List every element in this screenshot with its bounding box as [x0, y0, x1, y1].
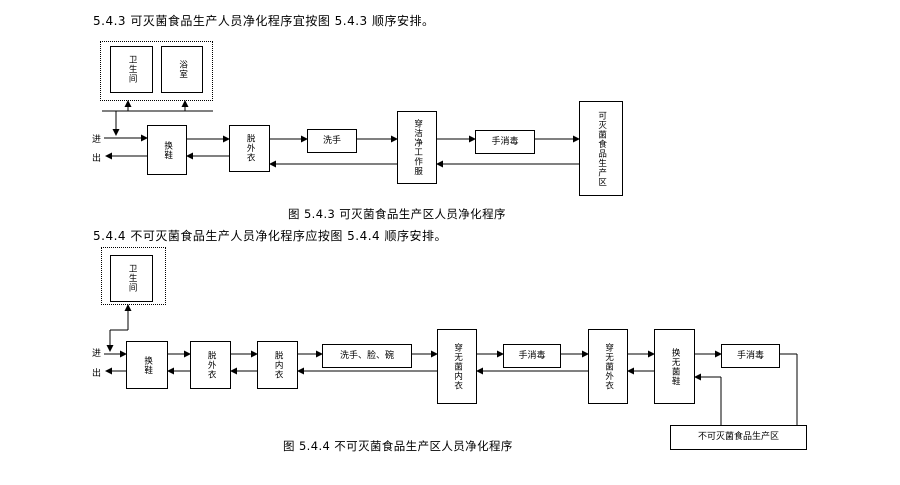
wear-workwear-box: 穿洁净工作服: [397, 111, 437, 184]
production-area-box-2: 不可灭菌食品生产区: [670, 425, 807, 450]
toilet-frame: [101, 247, 166, 305]
remove-inner-box: 脱内衣: [257, 341, 298, 389]
sterile-outer-box: 穿无菌外衣: [588, 329, 628, 404]
sterile-outer-label: 穿无菌外衣: [603, 342, 614, 391]
toilet-box: 卫生间: [110, 46, 153, 93]
wash-hands-box: 洗手: [307, 129, 357, 153]
exit-label-2: 出: [92, 369, 102, 379]
hand-disinfect-label-2b: 手消毒: [736, 350, 764, 361]
toilet-box-2: 卫生间: [110, 255, 153, 302]
production-area-box: 可灭菌食品生产区: [579, 101, 623, 196]
production-area-label-2: 不可灭菌食品生产区: [697, 432, 779, 442]
hand-disinfect-label-2a: 手消毒: [518, 350, 546, 361]
wear-workwear-label: 穿洁净工作服: [412, 119, 423, 176]
hand-disinfect-box: 手消毒: [475, 130, 535, 154]
remove-coat-label: 脱外衣: [245, 134, 256, 163]
hand-disinfect-label: 手消毒: [491, 136, 519, 147]
production-area-label: 可灭菌食品生产区: [596, 110, 607, 187]
sterile-shoes-label: 换无菌鞋: [670, 347, 681, 386]
sterile-shoes-box: 换无菌鞋: [654, 329, 695, 404]
wash-face-label: 洗手、脸、碗: [339, 350, 394, 361]
sterile-inner-label: 穿无菌内衣: [452, 342, 463, 391]
toilet-label: 卫生间: [127, 55, 138, 84]
remove-coat-label-2: 脱外衣: [206, 350, 217, 380]
entry-label-2: 进: [92, 349, 102, 359]
section-heading-543: 5.4.3 可灭菌食品生产人员净化程序宜按图 5.4.3 顺序安排。: [93, 14, 435, 28]
change-shoes-label-2: 换鞋: [142, 355, 153, 375]
entry-label: 进: [92, 135, 102, 145]
remove-coat-box-2: 脱外衣: [190, 341, 231, 389]
figure-caption-544: 图 5.4.4 不可灭菌食品生产区人员净化程序: [283, 439, 513, 453]
sanitary-group-frame: [100, 41, 213, 101]
exit-label: 出: [92, 154, 102, 164]
section-heading-544: 5.4.4 不可灭菌食品生产人员净化程序应按图 5.4.4 顺序安排。: [93, 229, 448, 243]
wash-hands-label: 洗手: [322, 135, 341, 146]
change-shoes-box: 换鞋: [147, 125, 187, 175]
change-shoes-box-2: 换鞋: [126, 341, 168, 389]
bath-label: 浴室: [177, 60, 188, 79]
sterile-inner-box: 穿无菌内衣: [437, 329, 477, 404]
remove-coat-box: 脱外衣: [229, 125, 270, 172]
wash-face-box: 洗手、脸、碗: [322, 344, 412, 368]
figure-caption-543: 图 5.4.3 可灭菌食品生产区人员净化程序: [288, 207, 506, 221]
toilet-label-2: 卫生间: [127, 264, 138, 293]
remove-inner-label: 脱内衣: [273, 350, 284, 380]
bath-box: 浴室: [161, 46, 203, 93]
change-shoes-label: 换鞋: [162, 140, 173, 160]
hand-disinfect-box-2a: 手消毒: [503, 344, 561, 368]
